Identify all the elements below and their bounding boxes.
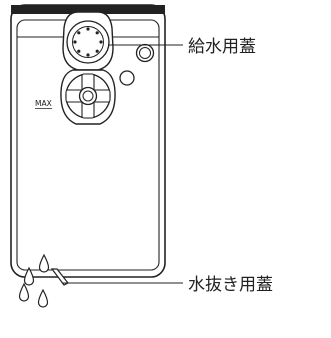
drain-lid-label: 水抜き用蓋 — [188, 275, 273, 295]
fill-lid-label: 給水用蓋 — [188, 37, 256, 57]
fill-lid — [62, 11, 114, 71]
water-drop-icon — [23, 266, 35, 286]
control-knob-center-ring — [78, 86, 98, 106]
control-knob — [60, 69, 116, 125]
tank-top-band — [11, 5, 165, 14]
vent-cap-inner — [139, 47, 151, 59]
indicator-circle — [119, 70, 135, 86]
water-drop-icon — [37, 288, 49, 308]
fill-lid-dial-inner — [72, 26, 104, 58]
control-knob-center-dot — [82, 90, 94, 102]
max-marking-label: MAX — [35, 99, 52, 108]
fill-lid-dial-dots — [73, 27, 103, 57]
water-drops — [18, 253, 50, 308]
water-drop-icon — [18, 282, 30, 302]
water-drop-icon — [38, 253, 50, 273]
